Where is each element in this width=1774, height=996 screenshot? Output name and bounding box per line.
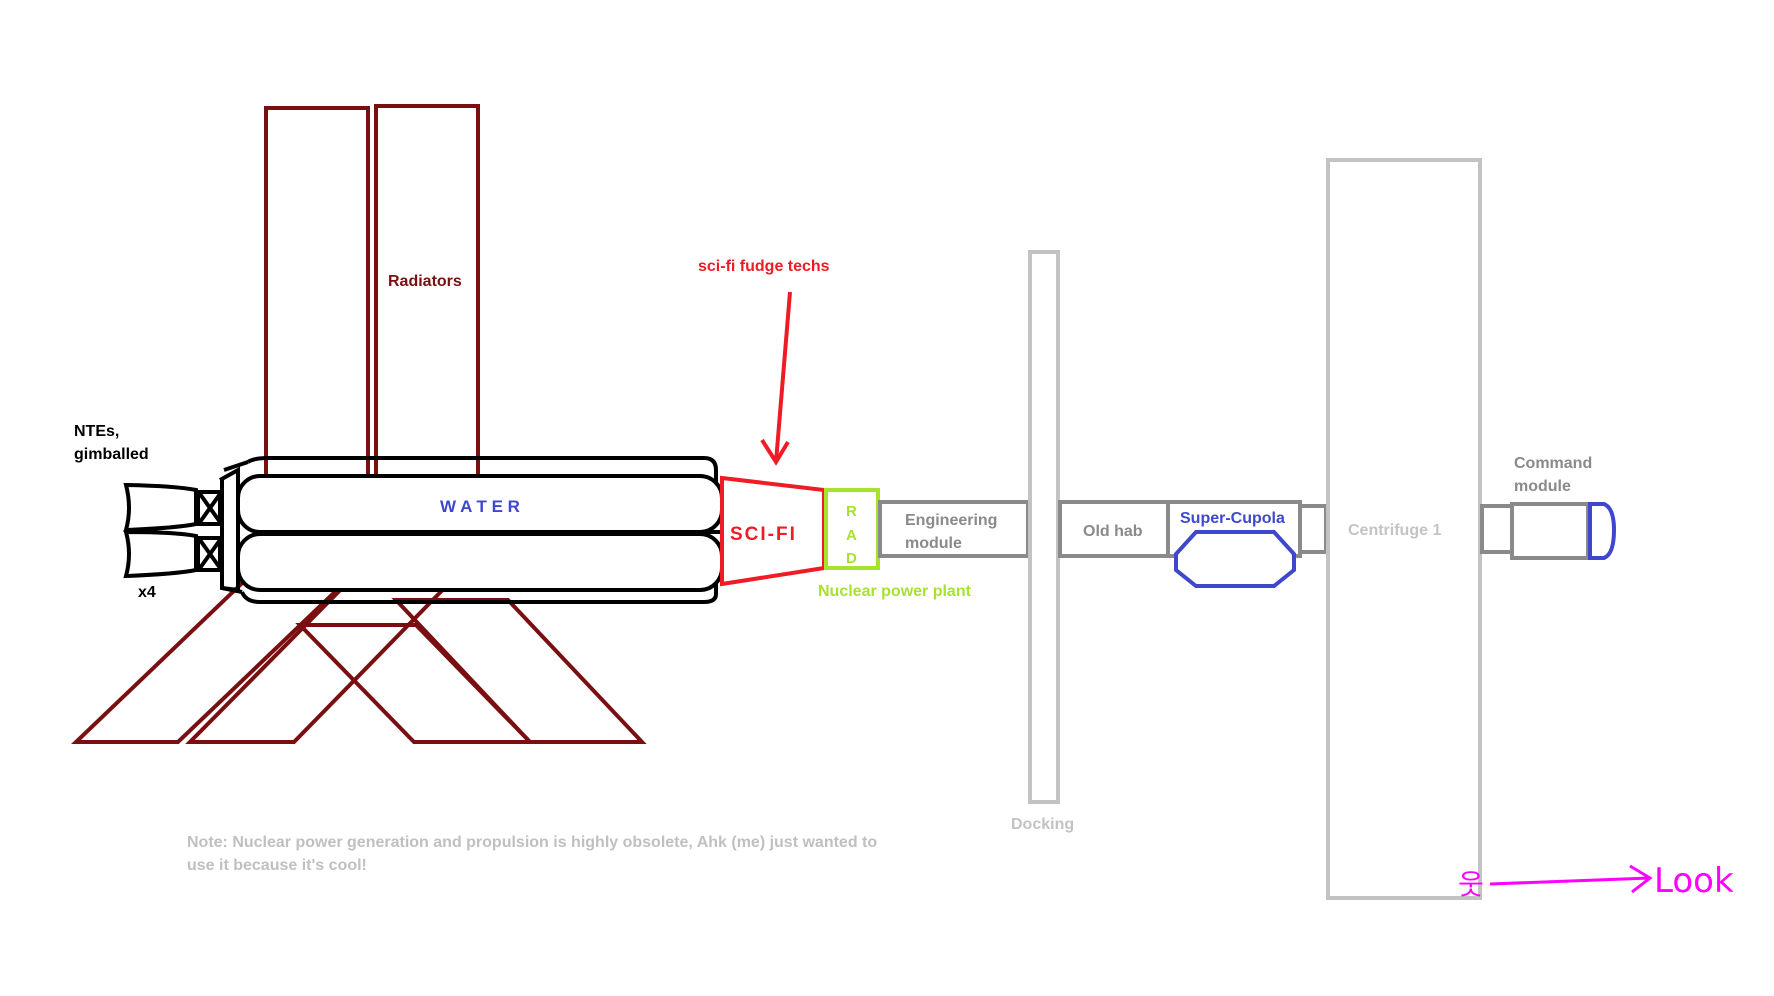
tank-outer-bottom (240, 540, 718, 604)
docking-label: Docking (1011, 816, 1074, 833)
water-label: W A T E R (440, 497, 520, 516)
nte-engines (123, 466, 240, 593)
radiator-diagonal-back-1 (295, 623, 535, 744)
engineering-module (878, 500, 1030, 558)
scifi-fudge-label: sci-fi fudge techs (698, 258, 830, 275)
sci-fi-arrow-shaft (774, 291, 792, 463)
centrifuge-connector (1298, 504, 1328, 554)
look-arrow-shaft (1489, 876, 1651, 886)
nte-frame (219, 466, 240, 593)
rad-label-a: A (846, 527, 857, 544)
note-line2: use it because it's cool! (187, 857, 367, 874)
super-cupola-label: Super-Cupola (1180, 510, 1285, 527)
look-arrow (1489, 864, 1653, 894)
radiator-diagonals (71, 564, 647, 744)
super-cupola-window (1174, 530, 1296, 588)
look-arrow-head (1629, 864, 1653, 894)
radiator-diagonal-back-2 (391, 598, 647, 744)
x4-label: x4 (138, 584, 156, 601)
engineering-label-line2: module (905, 535, 962, 552)
nuclear-power-plant-label: Nuclear power plant (818, 583, 972, 600)
person-icon: 웃 (1458, 868, 1484, 901)
ntes-label-line1: NTEs, (74, 423, 119, 440)
old-hab-label: Old hab (1083, 523, 1143, 540)
rad-label-d: D (846, 550, 857, 567)
ntes-label-line2: gimballed (74, 446, 149, 463)
note-line1: Note: Nuclear power generation and propu… (187, 834, 877, 851)
tank-outer-top (246, 456, 718, 520)
old-hab-module (1058, 500, 1170, 558)
radiator-panels (264, 104, 480, 480)
command-module-nose (1588, 502, 1617, 560)
engineering-label-line1: Engineering (905, 512, 997, 529)
command-label-line2: module (1514, 478, 1571, 495)
command-connector (1480, 504, 1514, 554)
command-module (1510, 502, 1590, 560)
tank-mount-1 (223, 460, 249, 472)
scifi-label: SCI-FI (730, 524, 797, 545)
nte-gimbal-x-1 (198, 492, 222, 524)
nte-gimbal-x-2 (198, 538, 222, 570)
look-label: Look (1654, 861, 1734, 901)
water-tank-lower (236, 532, 724, 592)
rad-label-r: R (846, 503, 857, 520)
command-label-line1: Command (1514, 455, 1592, 472)
centrifuge-label: Centrifuge 1 (1348, 522, 1441, 539)
water-tank-assembly (221, 456, 724, 604)
nte-nozzle-upper (123, 482, 198, 533)
radiators-label: Radiators (388, 273, 462, 290)
rad-box (824, 488, 880, 570)
radiator-panel-right (374, 104, 480, 480)
sci-fi-arrow-head (760, 438, 790, 466)
nte-nozzle-lower (123, 529, 198, 579)
sci-fi-arrow (760, 291, 792, 466)
docking-truss (1028, 250, 1060, 804)
radiator-panel-left (264, 106, 370, 480)
